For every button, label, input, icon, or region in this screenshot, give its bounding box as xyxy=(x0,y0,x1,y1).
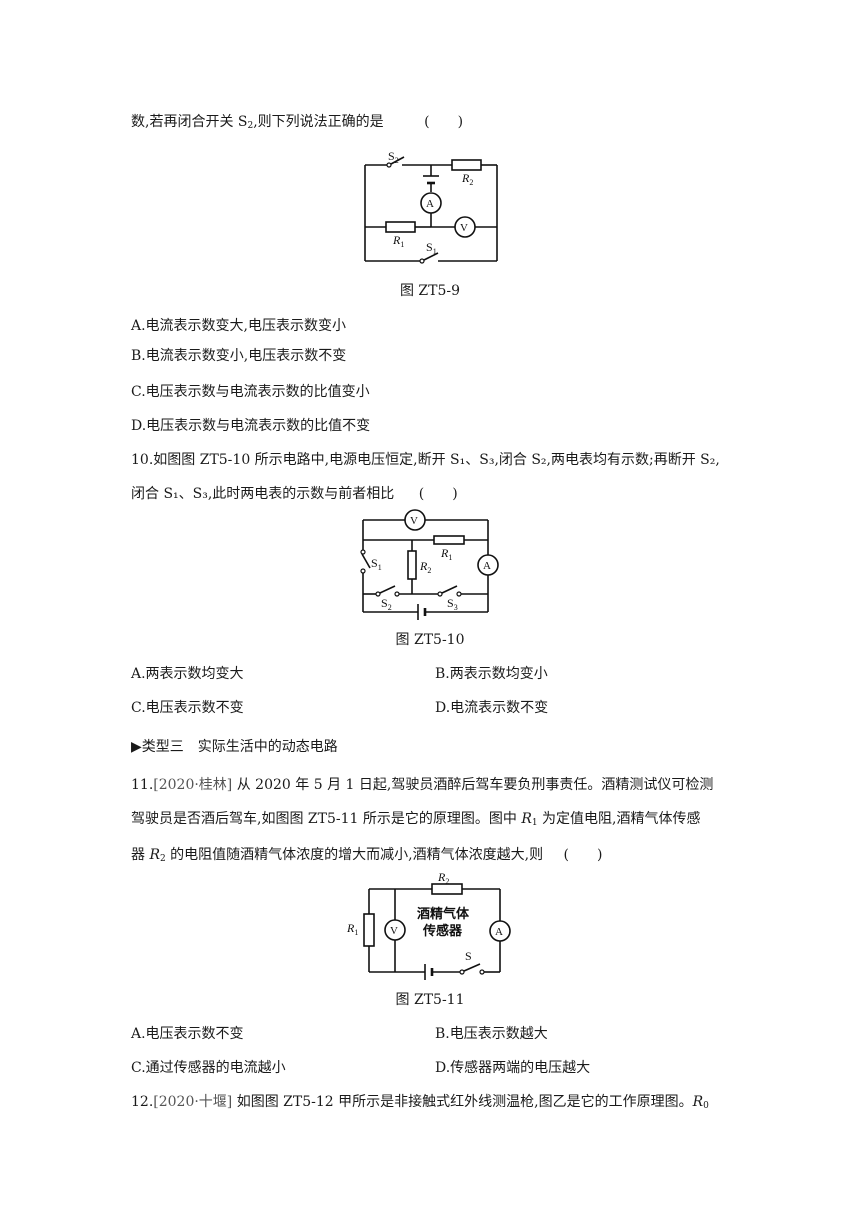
voltmeter-icon: V xyxy=(390,925,398,937)
q11-option-a: A.电压表示数不变 xyxy=(131,1026,244,1042)
q9-option-a: A.电流表示数变大,电压表示数变小 xyxy=(131,318,347,334)
sensor-label-line2: 传感器 xyxy=(422,923,463,938)
section-heading: ▶类型三 实际生活中的动态电路 xyxy=(131,739,338,755)
ammeter-icon: A xyxy=(426,198,434,210)
ammeter-icon: A xyxy=(495,926,503,938)
sensor-label-line1: 酒精气体 xyxy=(417,906,470,921)
triangle-marker-icon: ▶ xyxy=(131,739,142,755)
s2-label: S2 xyxy=(381,596,392,612)
s3-label: S3 xyxy=(447,596,458,612)
answer-paren: ( ) xyxy=(563,847,603,863)
q9-option-c: C.电压表示数与电流表示数的比值变小 xyxy=(131,384,370,400)
answer-paren: ( ) xyxy=(424,114,464,130)
q11-stem-line1: 11.[2020·桂林] 从 2020 年 5 月 1 日起,驾驶员酒醉后驾车要… xyxy=(131,777,714,793)
q9-stem: 数,若再闭合开关 S2,则下列说法正确的是 ( ) xyxy=(131,114,464,131)
q11-stem-line2: 驾驶员是否酒后驾车,如图图 ZT5-11 所示是它的原理图。图中 R1 为定值电… xyxy=(131,811,701,828)
source-tag: [2020·十堰] xyxy=(153,1094,233,1110)
r2-label: R2 xyxy=(461,171,473,187)
q10-stem-line2: 闭合 S₁、S₃,此时两电表的示数与前者相比 ( ) xyxy=(131,486,458,502)
r2-label: R2 xyxy=(419,559,431,575)
s2-label: S2 xyxy=(388,149,399,165)
r1-label: R1 xyxy=(440,546,452,562)
source-tag: [2020·桂林] xyxy=(153,777,233,793)
r1-label: R1 xyxy=(346,921,358,937)
q9-option-b: B.电流表示数变小,电压表示数不变 xyxy=(131,348,347,364)
q10-option-d: D.电流表示数不变 xyxy=(435,700,549,716)
r1-label: R1 xyxy=(392,233,404,249)
r2-label: R2 xyxy=(437,870,449,886)
q11-option-b: B.电压表示数越大 xyxy=(435,1026,548,1042)
s1-label: S1 xyxy=(371,556,382,572)
q10-option-b: B.两表示数均变小 xyxy=(435,666,548,682)
answer-paren: ( ) xyxy=(418,486,458,502)
q11-stem-line3: 器 R2 的电阻值随酒精气体浓度的增大而减小,酒精气体浓度越大,则 ( ) xyxy=(131,847,603,864)
s1-label: S1 xyxy=(426,240,437,256)
q10-option-c: C.电压表示数不变 xyxy=(131,700,244,716)
voltmeter-icon: V xyxy=(410,515,418,527)
figure-caption-zt5-11: 图 ZT5-11 xyxy=(395,992,465,1008)
switch-label: S xyxy=(465,949,472,963)
q10-option-a: A.两表示数均变大 xyxy=(131,666,244,682)
q9-option-d: D.电压表示数与电流表示数的比值不变 xyxy=(131,418,371,434)
q11-option-c: C.通过传感器的电流越小 xyxy=(131,1060,286,1076)
figure-caption-zt5-9: 图 ZT5-9 xyxy=(399,283,461,299)
q11-option-d: D.传感器两端的电压越大 xyxy=(435,1060,591,1076)
figure-caption-zt5-10: 图 ZT5-10 xyxy=(395,632,465,648)
q12-stem-line1: 12.[2020·十堰] 如图图 ZT5-12 甲所示是非接触式红外线测温枪,图… xyxy=(131,1094,709,1111)
ammeter-icon: A xyxy=(483,560,491,572)
q10-stem-line1: 10.如图图 ZT5-10 所示电路中,电源电压恒定,断开 S₁、S₃,闭合 S… xyxy=(131,452,720,468)
voltmeter-icon: V xyxy=(460,222,468,234)
